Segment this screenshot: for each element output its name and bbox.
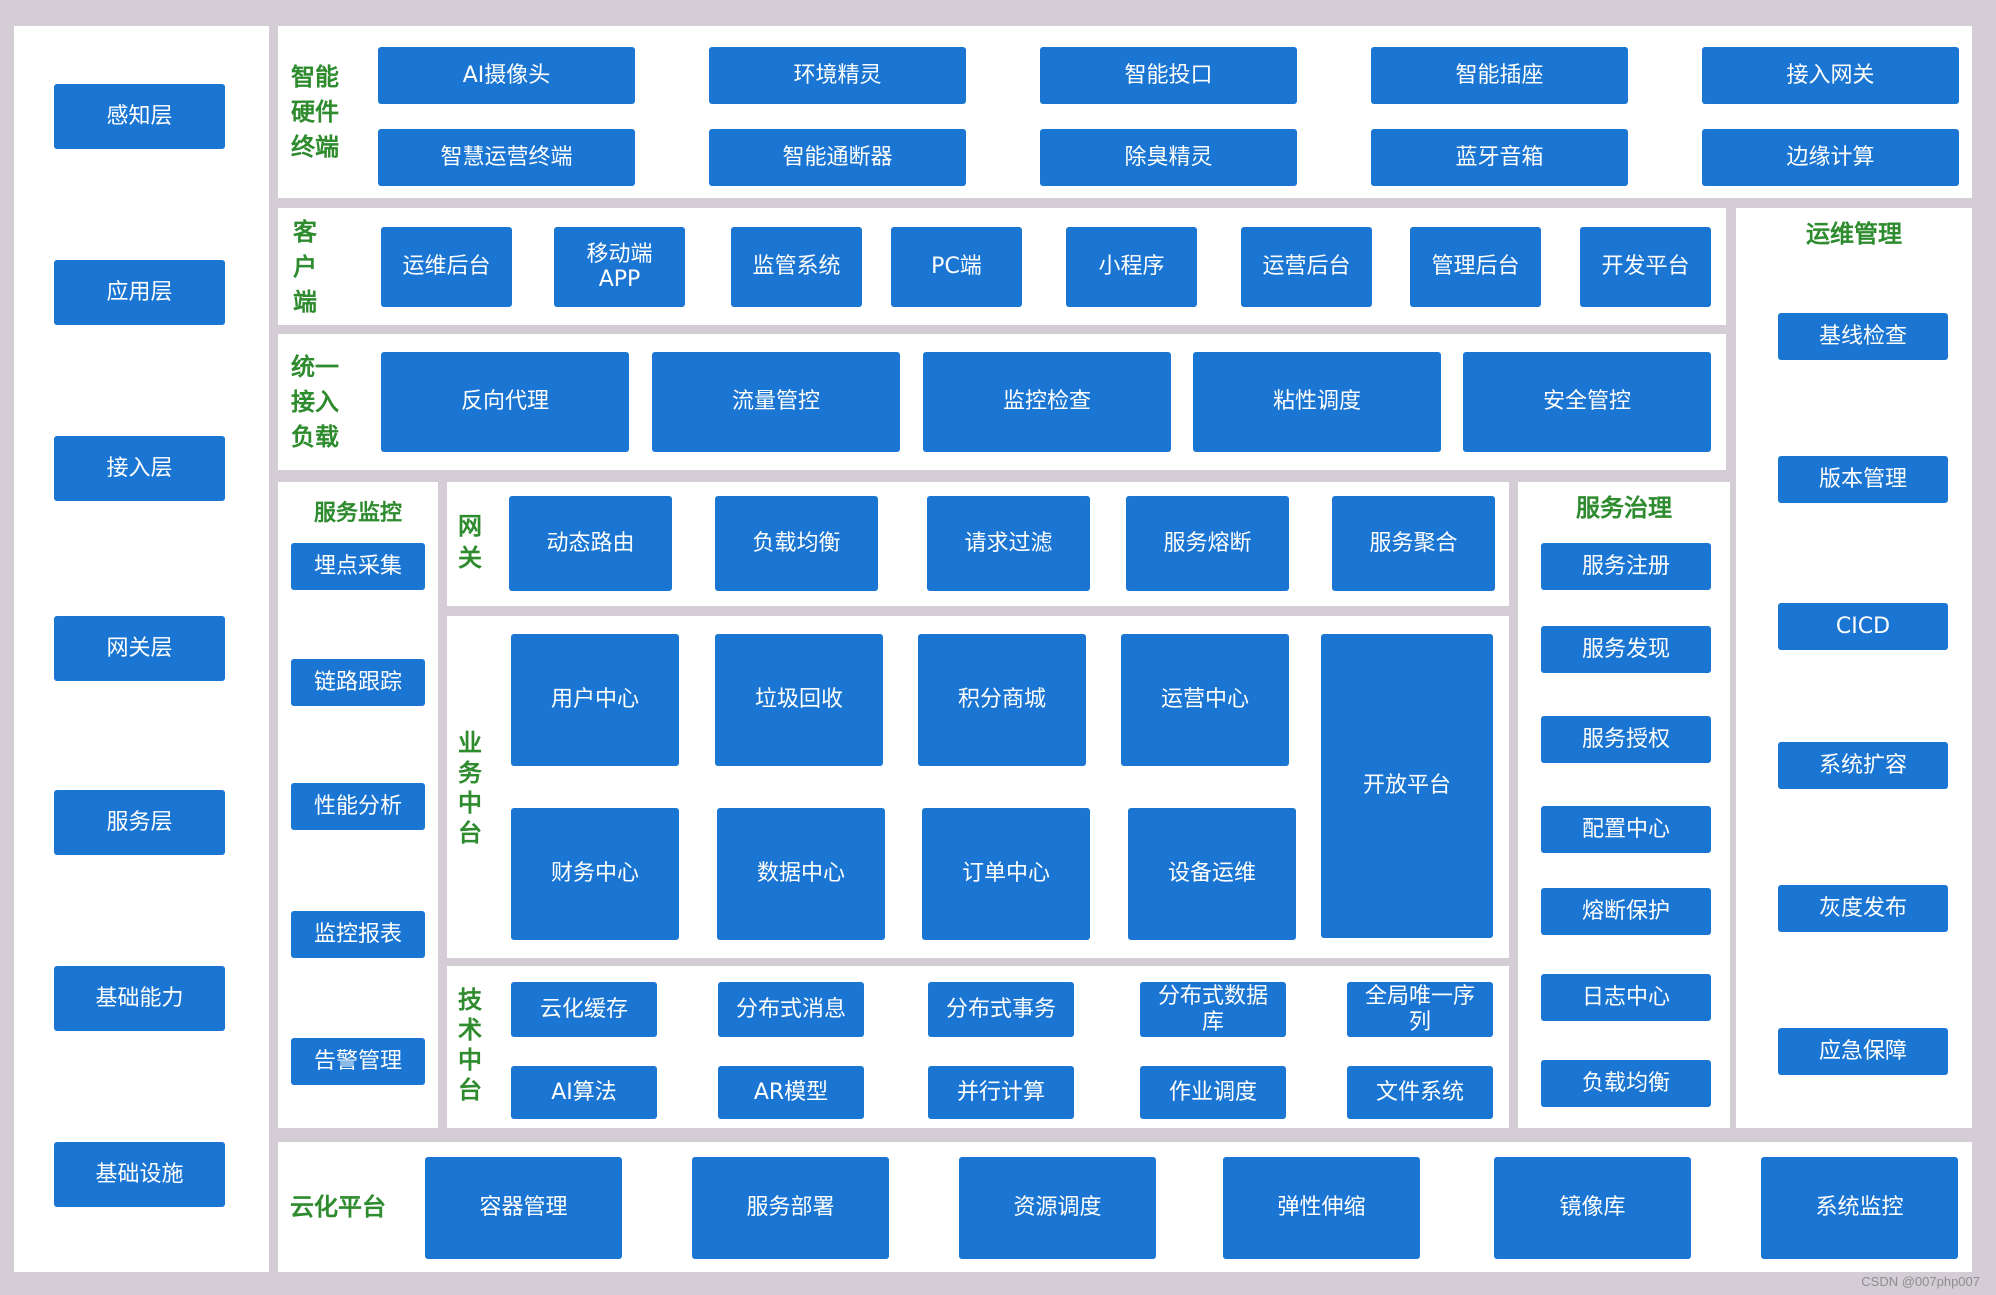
business-item: 订单中心 — [922, 808, 1090, 940]
governance-title: 服务治理 — [1576, 494, 1672, 522]
client-item: 运营后台 — [1241, 227, 1372, 307]
layer-access: 接入层 — [54, 436, 225, 501]
monitor-item: 链路跟踪 — [291, 659, 425, 706]
tech-item: 文件系统 — [1347, 1066, 1493, 1119]
tech-item: 分布式消息 — [718, 982, 864, 1037]
governance-item: 服务发现 — [1541, 626, 1711, 673]
cloud-item: 镜像库 — [1494, 1157, 1691, 1259]
business-item: 运营中心 — [1121, 634, 1289, 766]
hardware-item: 除臭精灵 — [1040, 129, 1297, 186]
ops-item: 系统扩容 — [1778, 742, 1948, 789]
access-title: 统一 接入 负载 — [291, 353, 339, 451]
layer-perception: 感知层 — [54, 84, 225, 149]
cloud-item: 系统监控 — [1761, 1157, 1958, 1259]
business-item: 积分商城 — [918, 634, 1086, 766]
cloud-title: 云化平台 — [290, 1193, 386, 1221]
ops-title: 运维管理 — [1806, 220, 1902, 248]
cloud-item: 容器管理 — [425, 1157, 622, 1259]
client-title: 客 户 端 — [293, 218, 317, 316]
hardware-title: 智能 硬件 终端 — [291, 63, 339, 161]
cloud-item: 服务部署 — [692, 1157, 889, 1259]
tech-item: 全局唯一序 列 — [1347, 982, 1493, 1037]
layer-infrastructure: 基础设施 — [54, 1142, 225, 1207]
tech-item: 作业调度 — [1140, 1066, 1286, 1119]
client-item: 管理后台 — [1410, 227, 1541, 307]
monitor-title: 服务监控 — [313, 501, 402, 526]
monitor-item: 监控报表 — [291, 911, 425, 958]
tech-item: AI算法 — [511, 1066, 657, 1119]
tech-item: 并行计算 — [928, 1066, 1074, 1119]
gateway-item: 请求过滤 — [927, 496, 1090, 591]
business-item: 用户中心 — [511, 634, 679, 766]
hardware-item: 接入网关 — [1702, 47, 1959, 104]
client-item: 小程序 — [1066, 227, 1197, 307]
gateway-item: 动态路由 — [509, 496, 672, 591]
layer-service: 服务层 — [54, 790, 225, 855]
ops-item: 版本管理 — [1778, 456, 1948, 503]
client-item: 开发平台 — [1580, 227, 1711, 307]
ops-item: 基线检查 — [1778, 313, 1948, 360]
tech-item: 分布式事务 — [928, 982, 1074, 1037]
monitor-item: 性能分析 — [291, 783, 425, 830]
governance-item: 服务授权 — [1541, 716, 1711, 763]
gateway-item: 负载均衡 — [715, 496, 878, 591]
governance-item: 配置中心 — [1541, 806, 1711, 853]
hardware-item: 边缘计算 — [1702, 129, 1959, 186]
access-item: 安全管控 — [1463, 352, 1711, 452]
ops-item: CICD — [1778, 603, 1948, 650]
governance-item: 熔断保护 — [1541, 888, 1711, 935]
hardware-item: 智能插座 — [1371, 47, 1628, 104]
client-item: 移动端 APP — [554, 227, 685, 307]
governance-item: 负载均衡 — [1541, 1060, 1711, 1107]
client-item: 监管系统 — [731, 227, 862, 307]
watermark: CSDN @007php007 — [1861, 1274, 1980, 1289]
cloud-item: 资源调度 — [959, 1157, 1156, 1259]
business-item: 设备运维 — [1128, 808, 1296, 940]
hardware-item: 智能投口 — [1040, 47, 1297, 104]
layer-foundation: 基础能力 — [54, 966, 225, 1031]
access-item: 粘性调度 — [1193, 352, 1441, 452]
cloud-item: 弹性伸缩 — [1223, 1157, 1420, 1259]
gateway-item: 服务聚合 — [1332, 496, 1495, 591]
client-item: PC端 — [891, 227, 1022, 307]
hardware-item: 蓝牙音箱 — [1371, 129, 1628, 186]
client-item: 运维后台 — [381, 227, 512, 307]
hardware-item: 智能通断器 — [709, 129, 966, 186]
governance-item: 日志中心 — [1541, 974, 1711, 1021]
business-title: 业 务 中 台 — [458, 729, 482, 847]
tech-item: 云化缓存 — [511, 982, 657, 1037]
tech-item: AR模型 — [718, 1066, 864, 1119]
gateway-title: 网 关 — [458, 512, 482, 572]
business-item: 数据中心 — [717, 808, 885, 940]
tech-item: 分布式数据 库 — [1140, 982, 1286, 1037]
ops-panel — [1736, 208, 1972, 1128]
hardware-item: 环境精灵 — [709, 47, 966, 104]
business-item: 垃圾回收 — [715, 634, 883, 766]
monitor-item: 埋点采集 — [291, 543, 425, 590]
hardware-item: 智慧运营终端 — [378, 129, 635, 186]
layer-application: 应用层 — [54, 260, 225, 325]
monitor-item: 告警管理 — [291, 1038, 425, 1085]
access-item: 监控检查 — [923, 352, 1171, 452]
gateway-item: 服务熔断 — [1126, 496, 1289, 591]
business-item: 财务中心 — [511, 808, 679, 940]
open-platform-box: 开放平台 — [1321, 634, 1493, 938]
tech-title: 技 术 中 台 — [458, 986, 482, 1104]
access-item: 流量管控 — [652, 352, 900, 452]
ops-item: 应急保障 — [1778, 1028, 1948, 1075]
ops-item: 灰度发布 — [1778, 885, 1948, 932]
governance-item: 服务注册 — [1541, 543, 1711, 590]
hardware-item: AI摄像头 — [378, 47, 635, 104]
access-item: 反向代理 — [381, 352, 629, 452]
layer-gateway: 网关层 — [54, 616, 225, 681]
